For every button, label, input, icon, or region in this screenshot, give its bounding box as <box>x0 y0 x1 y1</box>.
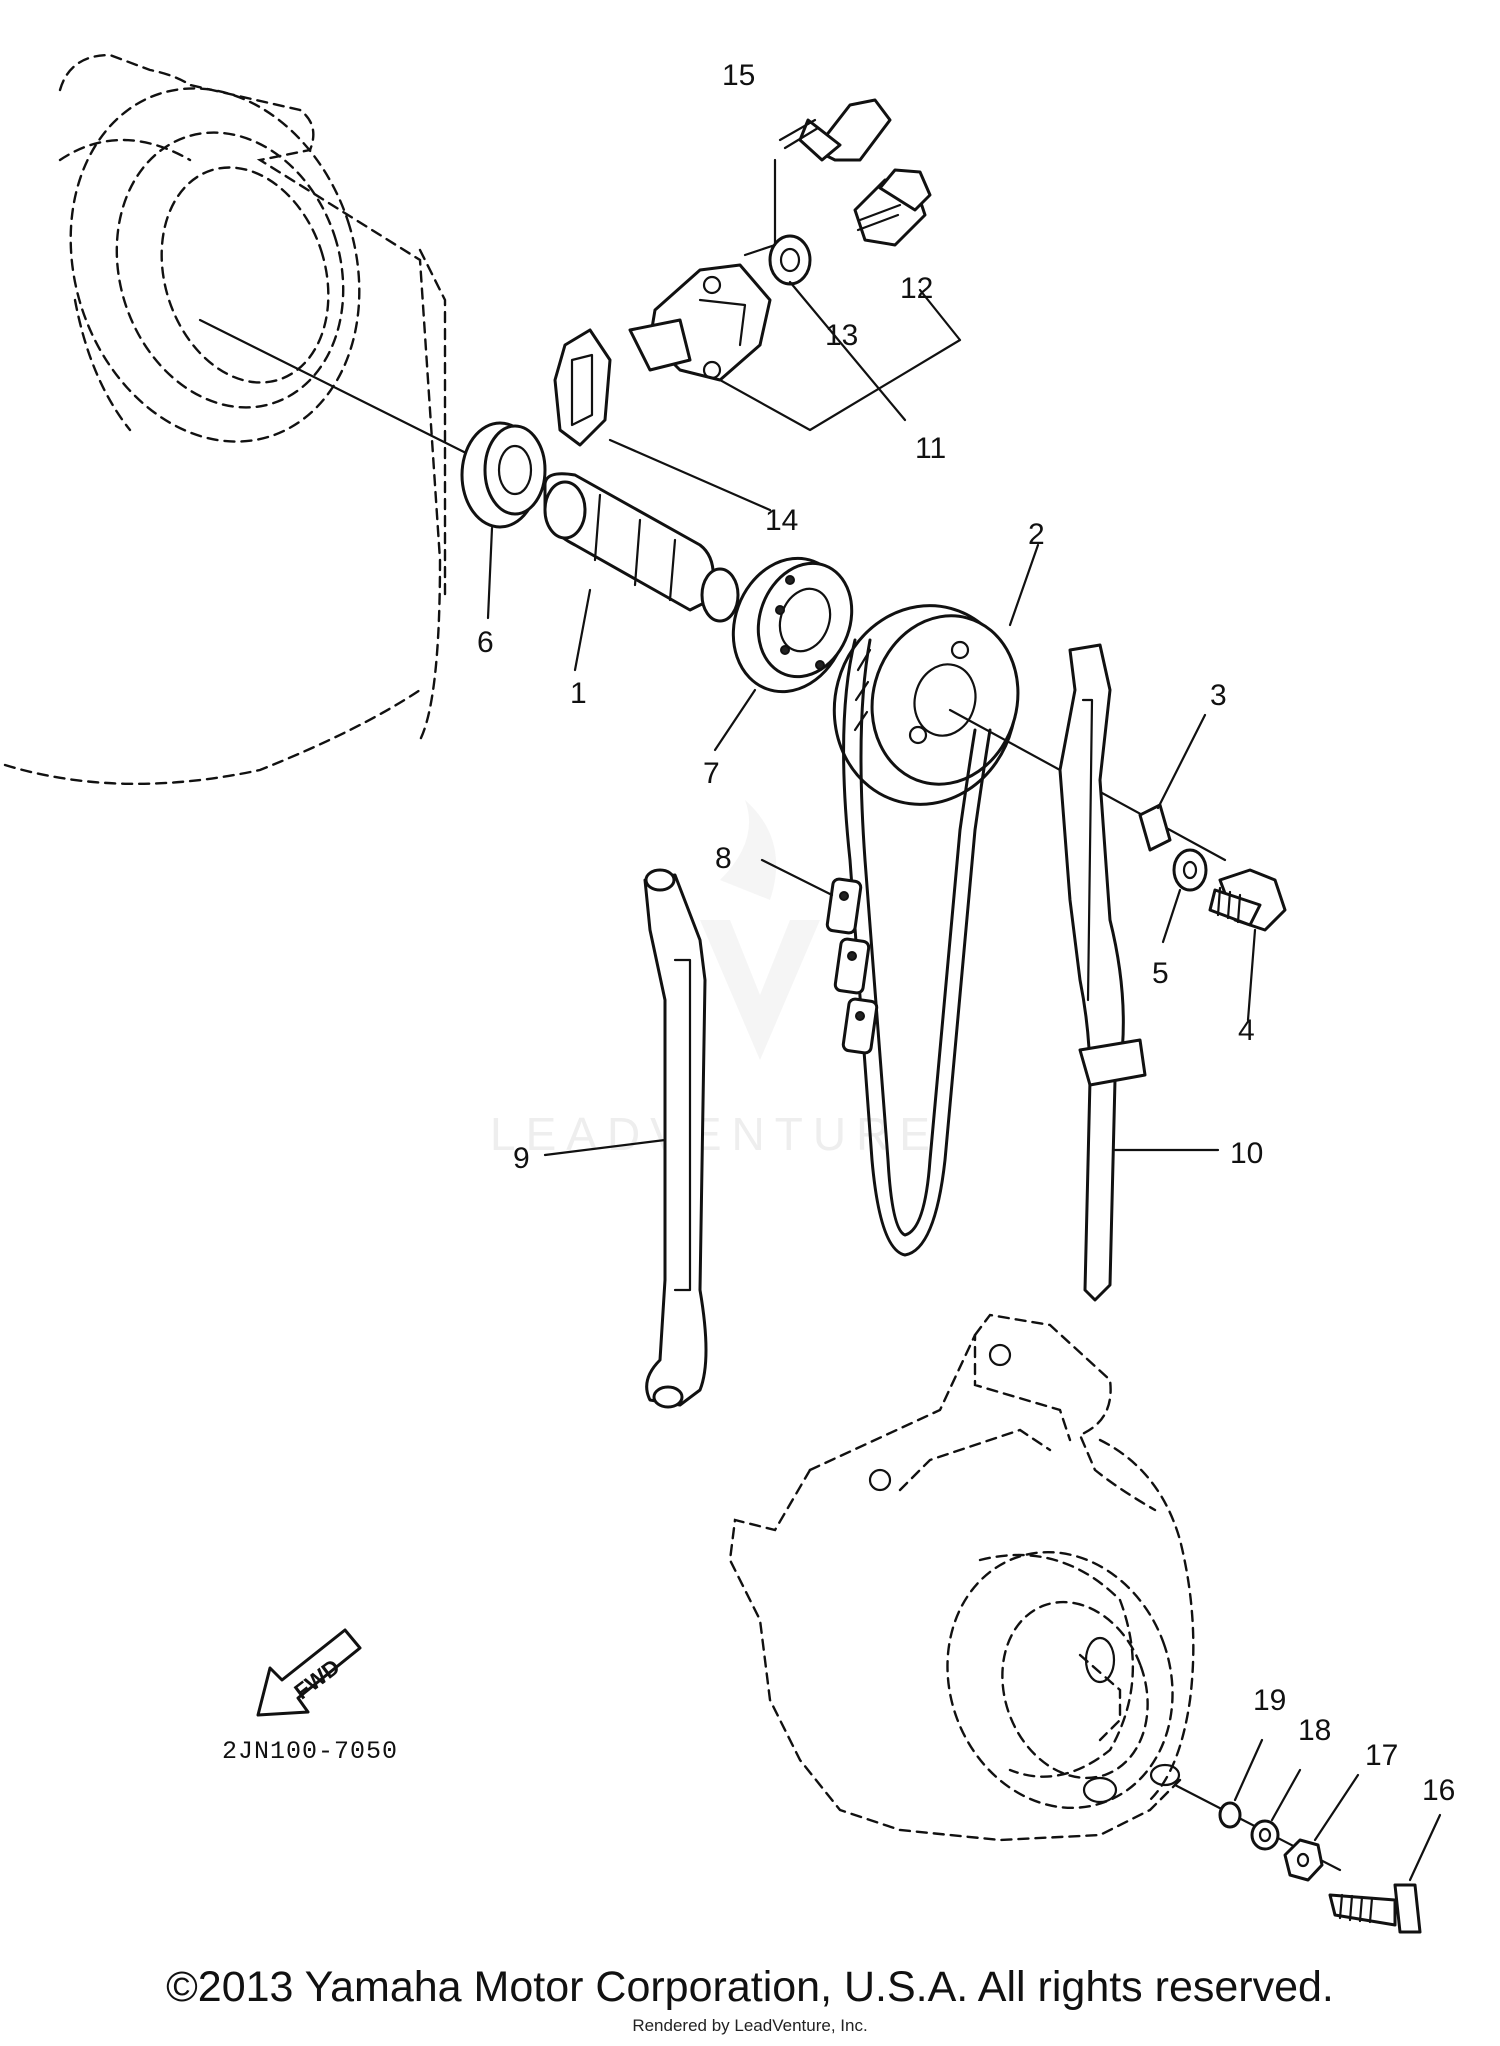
callout-15: 15 <box>722 59 755 92</box>
callout-16: 16 <box>1422 1774 1455 1807</box>
callout-4: 4 <box>1238 1014 1255 1047</box>
callout-7: 7 <box>703 757 720 790</box>
part-17-nut <box>1283 1838 1324 1882</box>
part-10-chain-guide <box>1058 643 1147 1302</box>
callout-1: 1 <box>570 677 587 710</box>
part-5-washer <box>1172 848 1208 892</box>
watermark-text: LEADVENTURE <box>490 1108 940 1160</box>
part-15-bolt <box>778 98 892 162</box>
fwd-arrow: FWD <box>256 1628 362 1717</box>
callout-3: 3 <box>1210 679 1227 712</box>
part-18-nut <box>1250 1819 1280 1851</box>
rendered-by-notice: Rendered by LeadVenture, Inc. <box>632 2016 868 2035</box>
callout-2: 2 <box>1028 518 1045 551</box>
callout-17: 17 <box>1365 1739 1398 1772</box>
callout-11: 11 <box>915 432 946 465</box>
copyright-notice: ©2013 Yamaha Motor Corporation, U.S.A. A… <box>166 1963 1334 2011</box>
crankcase-outline <box>728 1313 1195 1842</box>
part-11-tensioner <box>628 263 772 382</box>
part-16-screw <box>1328 1883 1422 1934</box>
part-13-washer <box>768 234 812 286</box>
callout-8: 8 <box>715 842 732 875</box>
part-9-chain-guide <box>643 868 708 1409</box>
callout-6: 6 <box>477 626 494 659</box>
diagram-code: 2JN100-7050 <box>222 1737 398 1766</box>
timing-chain <box>842 638 992 1257</box>
part-4-bolt <box>1208 868 1287 932</box>
callout-19: 19 <box>1253 1684 1286 1717</box>
part-14-gasket <box>553 328 612 447</box>
part-8-chain-section <box>825 877 879 1055</box>
callout-14: 14 <box>765 504 798 537</box>
callout-9: 9 <box>513 1142 530 1175</box>
part-3-dowel <box>1138 803 1172 852</box>
callout-12: 12 <box>900 272 933 305</box>
part-1-camshaft <box>543 472 740 623</box>
watermark-logo <box>700 800 820 1060</box>
cylinder-head-outline <box>3 53 447 786</box>
callout-5: 5 <box>1152 957 1169 990</box>
part-6-bearing <box>460 421 547 529</box>
callout-13: 13 <box>825 319 858 352</box>
callout-10: 10 <box>1230 1137 1263 1170</box>
part-19-o-ring <box>1218 1801 1242 1829</box>
part-7-bearing <box>731 556 854 694</box>
callout-18: 18 <box>1298 1714 1331 1747</box>
part-12-plug <box>853 168 932 247</box>
